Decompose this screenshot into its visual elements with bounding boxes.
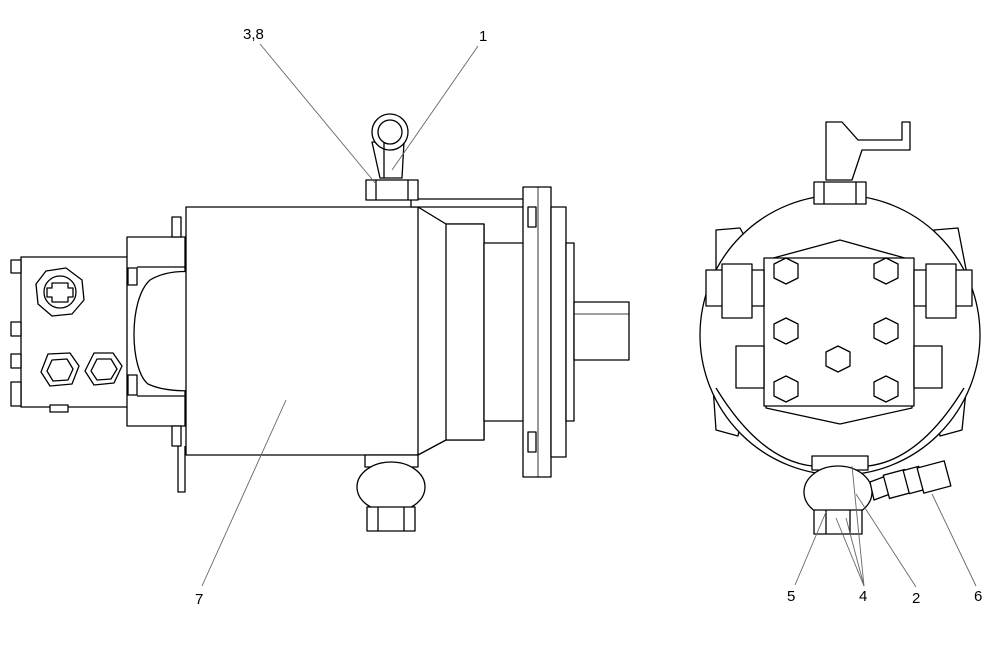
side-view [10,113,630,532]
top-fitting [365,113,419,201]
leader-lines [201,43,977,588]
pipe-elbow [371,113,409,151]
callout-2: 2 [912,590,920,607]
bolt-heads [773,257,899,403]
bottom-fitting [356,454,426,532]
callout-4: 4 [859,588,867,605]
pipe-elbow-front [825,121,911,181]
connector-nut [35,267,85,317]
front-view [699,121,981,535]
callout-1: 1 [479,28,487,45]
mounting-flange [410,186,630,478]
hose-fitting [869,460,952,501]
callout-7: 7 [195,591,203,608]
motor-body [185,206,529,456]
union-nut [365,179,419,201]
callout-3-8: 3,8 [243,26,264,43]
callout-5: 5 [787,588,795,605]
callout-labels: 3,8 1 7 5 4 2 6 [195,26,982,608]
terminal-box [10,256,129,413]
output-shaft [573,301,630,361]
callout-6: 6 [974,588,982,605]
